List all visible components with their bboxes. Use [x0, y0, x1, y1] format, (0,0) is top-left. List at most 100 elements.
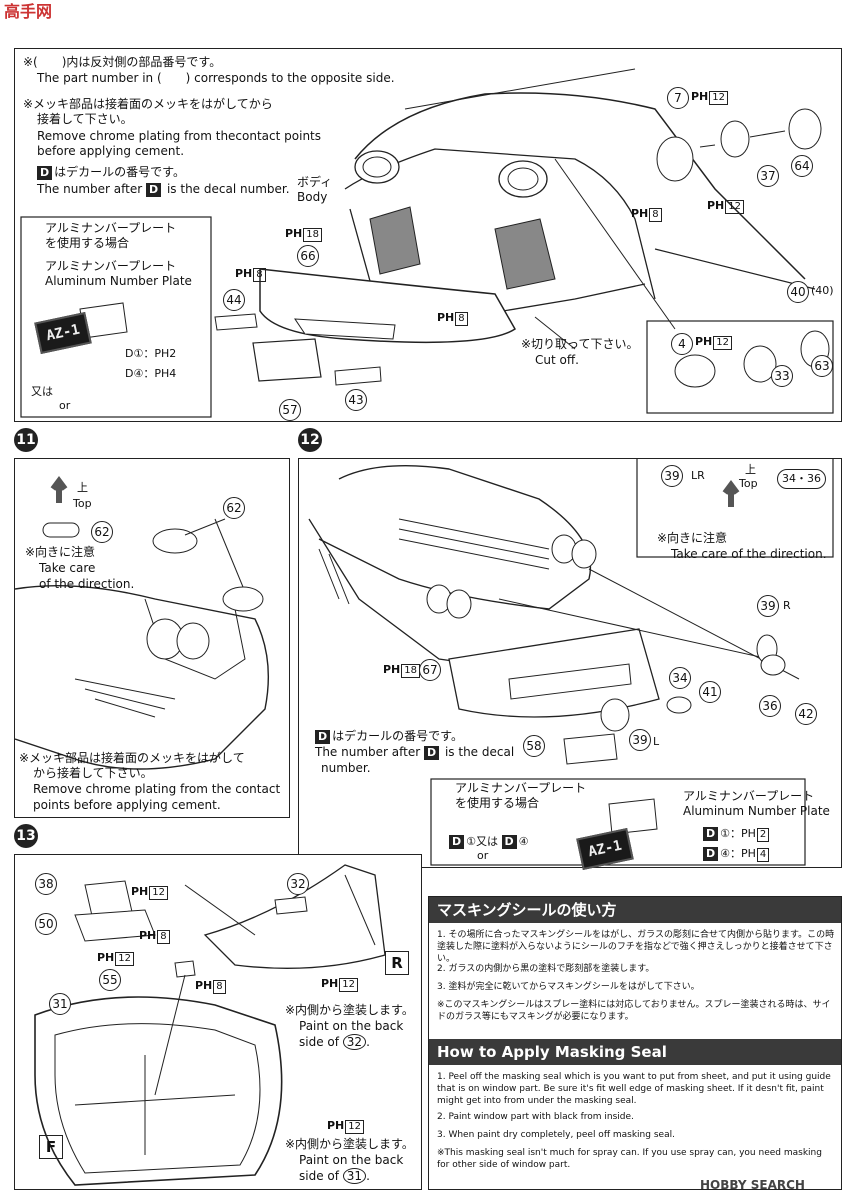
step11-top-ja: 上	[77, 481, 88, 494]
part-57: 57	[279, 399, 301, 421]
step11-chrome-en2: points before applying cement.	[33, 798, 221, 812]
top-illustration	[20, 68, 834, 418]
masking-ja-4: ※このマスキングシールはスプレー塗料には対応しておりません。スプレー塗装される時…	[437, 1000, 831, 1022]
decal-d-icon: D	[37, 166, 53, 180]
step-13-number: 13	[14, 824, 38, 848]
part-36: 36	[759, 695, 781, 717]
masking-ja-2: 2. ガラスの内側から黒の塗料で彫刻部を塗装します。	[437, 964, 655, 974]
plate-ja: アルミナンバープレート	[45, 259, 177, 273]
decal-or-en: or	[59, 399, 71, 412]
step12-decal-en2: number.	[321, 761, 371, 775]
body-label-ja: ボディ	[297, 175, 333, 189]
step12-top-ja: 上	[745, 463, 756, 476]
step-11-illustration	[15, 476, 269, 770]
part-39-l: 39	[629, 729, 651, 751]
plate-box-ja2: を使用する場合	[45, 236, 130, 250]
right-side-marker: R	[385, 951, 409, 975]
note-chrome-en2: before applying cement.	[37, 144, 185, 158]
decal-d-icon: D	[146, 183, 162, 197]
step11-care-en2: of the direction.	[39, 577, 135, 591]
part-64: 64	[791, 155, 813, 177]
part-41: 41	[699, 681, 721, 703]
step11-chrome-ja2: から接着して下さい。	[33, 766, 153, 780]
decal-d-icon: D	[424, 746, 440, 760]
masking-ja-3: 3. 塗料が完全に乾いてからマスキングシールをはがして下さい。	[437, 982, 700, 992]
part-50: 50	[35, 913, 57, 935]
plate-box-ja1: アルミナンバープレート	[45, 221, 177, 235]
step12-plate-en: Aluminum Number Plate	[683, 804, 830, 818]
plate-en: Aluminum Number Plate	[45, 274, 192, 288]
hobby-search-watermark: HOBBY SEARCH	[700, 1178, 805, 1192]
part-62-small: 62	[91, 521, 113, 543]
step13-paint2-en2: side of 31.	[299, 1168, 370, 1184]
step-13-illustration	[34, 864, 386, 1186]
part-39-l-label: L	[653, 735, 660, 748]
logo: 高手网	[4, 2, 53, 21]
note-part-number-en: The part number in ( ) corresponds to th…	[37, 71, 395, 85]
part-67: 67	[419, 659, 441, 681]
masking-panel: マスキングシールの使い方 1. その場所に合ったマスキングシールをはがし、ガラス…	[428, 896, 842, 1190]
note-decal-en: The number after D is the decal number.	[37, 182, 290, 197]
masking-en-2: 2. Paint window part with black from ins…	[437, 1112, 634, 1122]
part-44: 44	[223, 289, 245, 311]
part-63: 63	[811, 355, 833, 377]
part-33: 33	[771, 365, 793, 387]
part-37: 37	[757, 165, 779, 187]
step13-paint2-ja: ※内側から塗装します。	[285, 1137, 414, 1151]
step11-care-ja: ※向きに注意	[25, 545, 96, 559]
part-55: 55	[99, 969, 121, 991]
body-label-en: Body	[297, 190, 328, 204]
front-side-marker: F	[39, 1135, 63, 1159]
part-66: 66	[297, 245, 319, 267]
decal-d1: D①：PH2	[125, 347, 177, 360]
step12-decal-en: The number after D is the decal	[315, 745, 515, 760]
decal-d-icon: D	[315, 730, 331, 744]
top-panel: ※( )内は反対側の部品番号です。 The part number in ( )…	[14, 48, 842, 422]
step11-chrome-ja1: ※メッキ部品は接着面のメッキをはがして	[19, 751, 245, 765]
part-31: 31	[49, 993, 71, 1015]
step13-paint2-en1: Paint on the back	[299, 1153, 404, 1167]
part-4: 4	[671, 333, 693, 355]
part-40-opposite: (40)	[811, 284, 834, 297]
step-12-panel: 39 LR 上 Top 34・36 ※向きに注意 Take care of th…	[298, 458, 842, 871]
note-part-number-ja: ※( )内は反対側の部品番号です。	[23, 55, 222, 69]
step12-top-en: Top	[739, 477, 758, 490]
part-34-36: 34・36	[777, 469, 826, 489]
masking-title-en: How to Apply Masking Seal	[429, 1039, 841, 1065]
step12-plate-ja: アルミナンバープレート	[683, 789, 815, 803]
decal-d4: D④：PH4	[125, 367, 177, 380]
step11-care-en1: Take care	[39, 561, 96, 575]
part-62: 62	[223, 497, 245, 519]
step12-lr: LR	[691, 469, 705, 482]
step12-care-en: Take care of the direction.	[671, 547, 827, 561]
step-11-panel: 上 Top 62 62 ※向きに注意 Take care of the dire…	[14, 458, 290, 818]
step12-plate-box-ja1: アルミナンバープレート	[455, 781, 587, 795]
decal-or-ja: 又は	[31, 385, 53, 398]
masking-en-1: 1. Peel off the masking seal which is yo…	[437, 1072, 831, 1106]
part-40: 40	[787, 281, 809, 303]
step-11-number: 11	[14, 428, 38, 452]
step12-or-en: or	[477, 849, 489, 862]
step12-care-ja: ※向きに注意	[657, 531, 728, 545]
cutoff-ja: ※切り取って下さい。	[521, 337, 639, 351]
part-39-r: 39	[757, 595, 779, 617]
masking-en-4: ※This masking seal isn't much for spray …	[437, 1148, 822, 1170]
masking-title-ja: マスキングシールの使い方	[429, 897, 841, 923]
step13-paint-ja: ※内側から塗装します。	[285, 1003, 414, 1017]
